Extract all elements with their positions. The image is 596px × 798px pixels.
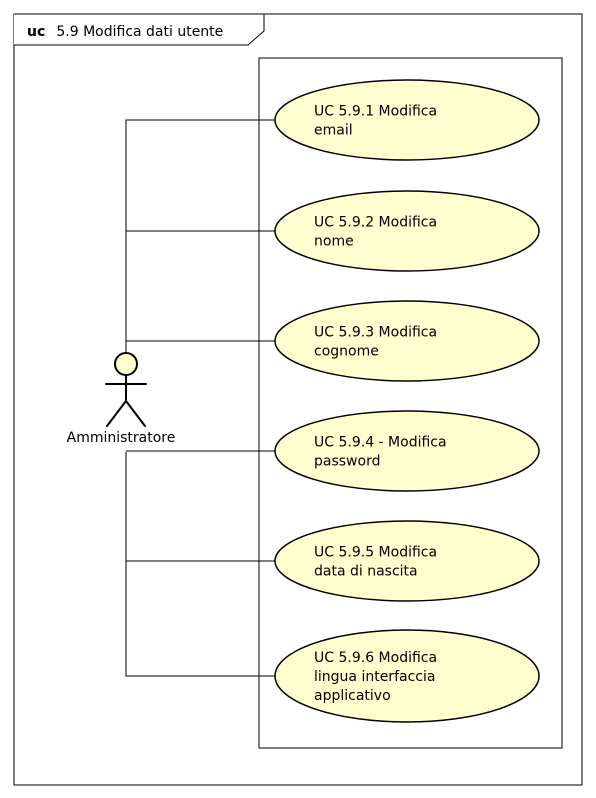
- use-case-ellipse: [274, 190, 540, 272]
- use-case-label-line: applicativo: [314, 688, 391, 704]
- use-case-label-line: UC 5.9.5 Modifica: [314, 545, 437, 561]
- use-case-label-line: lingua interfaccia: [314, 669, 435, 685]
- use-case-label-line: cognome: [314, 344, 379, 360]
- use-case-ellipse: [274, 520, 540, 602]
- use-case-uc-5-9-2[interactable]: UC 5.9.2 Modifica nome: [274, 190, 540, 272]
- association-line: [125, 452, 275, 677]
- use-case-uc-5-9-1[interactable]: UC 5.9.1 Modifica email: [274, 79, 540, 161]
- use-case-label-line: data di nascita: [314, 564, 418, 580]
- use-case-uc-5-9-4[interactable]: UC 5.9.4 - Modifica password: [274, 410, 540, 492]
- frame-title: uc 5.9 Modifica dati utente: [27, 21, 223, 40]
- use-case-label-line: email: [314, 123, 353, 139]
- use-case-label-line: password: [314, 454, 380, 470]
- use-case-label-line: nome: [314, 234, 354, 250]
- use-case-ellipse: [274, 629, 540, 723]
- actor-amministratore[interactable]: Amministratore: [67, 352, 176, 446]
- use-case-ellipse: [274, 300, 540, 382]
- use-case-uc-5-9-6[interactable]: UC 5.9.6 Modifica lingua interfaccia appli…: [274, 629, 540, 723]
- frame-keyword: uc: [27, 24, 45, 40]
- frame-title-tab: [14, 13, 265, 46]
- actor-head: [114, 352, 138, 376]
- association-line: [125, 340, 275, 353]
- use-case-ellipse: [274, 410, 540, 492]
- frame-name: 5.9 Modifica dati utente: [56, 24, 223, 40]
- actor-left-leg: [106, 400, 127, 427]
- use-case-uc-5-9-5[interactable]: UC 5.9.5 Modifica data di nascita: [274, 520, 540, 602]
- use-case-label-line: UC 5.9.6 Modifica: [314, 650, 437, 666]
- actor-name: Amministratore: [67, 430, 176, 446]
- association-line: [125, 230, 275, 353]
- use-case-label-line: UC 5.9.1 Modifica: [314, 104, 437, 120]
- use-case-uc-5-9-3[interactable]: UC 5.9.3 Modifica cognome: [274, 300, 540, 382]
- use-case-label-line: UC 5.9.3 Modifica: [314, 325, 437, 341]
- associations: [125, 119, 275, 677]
- use-case-ellipse: [274, 79, 540, 161]
- use-case-label-line: UC 5.9.2 Modifica: [314, 215, 437, 231]
- use-case-label-line: UC 5.9.4 - Modifica: [314, 435, 447, 451]
- actor-right-leg: [125, 400, 146, 427]
- use-cases: UC 5.9.1 Modifica email UC 5.9.2 Modifica n…: [274, 79, 540, 723]
